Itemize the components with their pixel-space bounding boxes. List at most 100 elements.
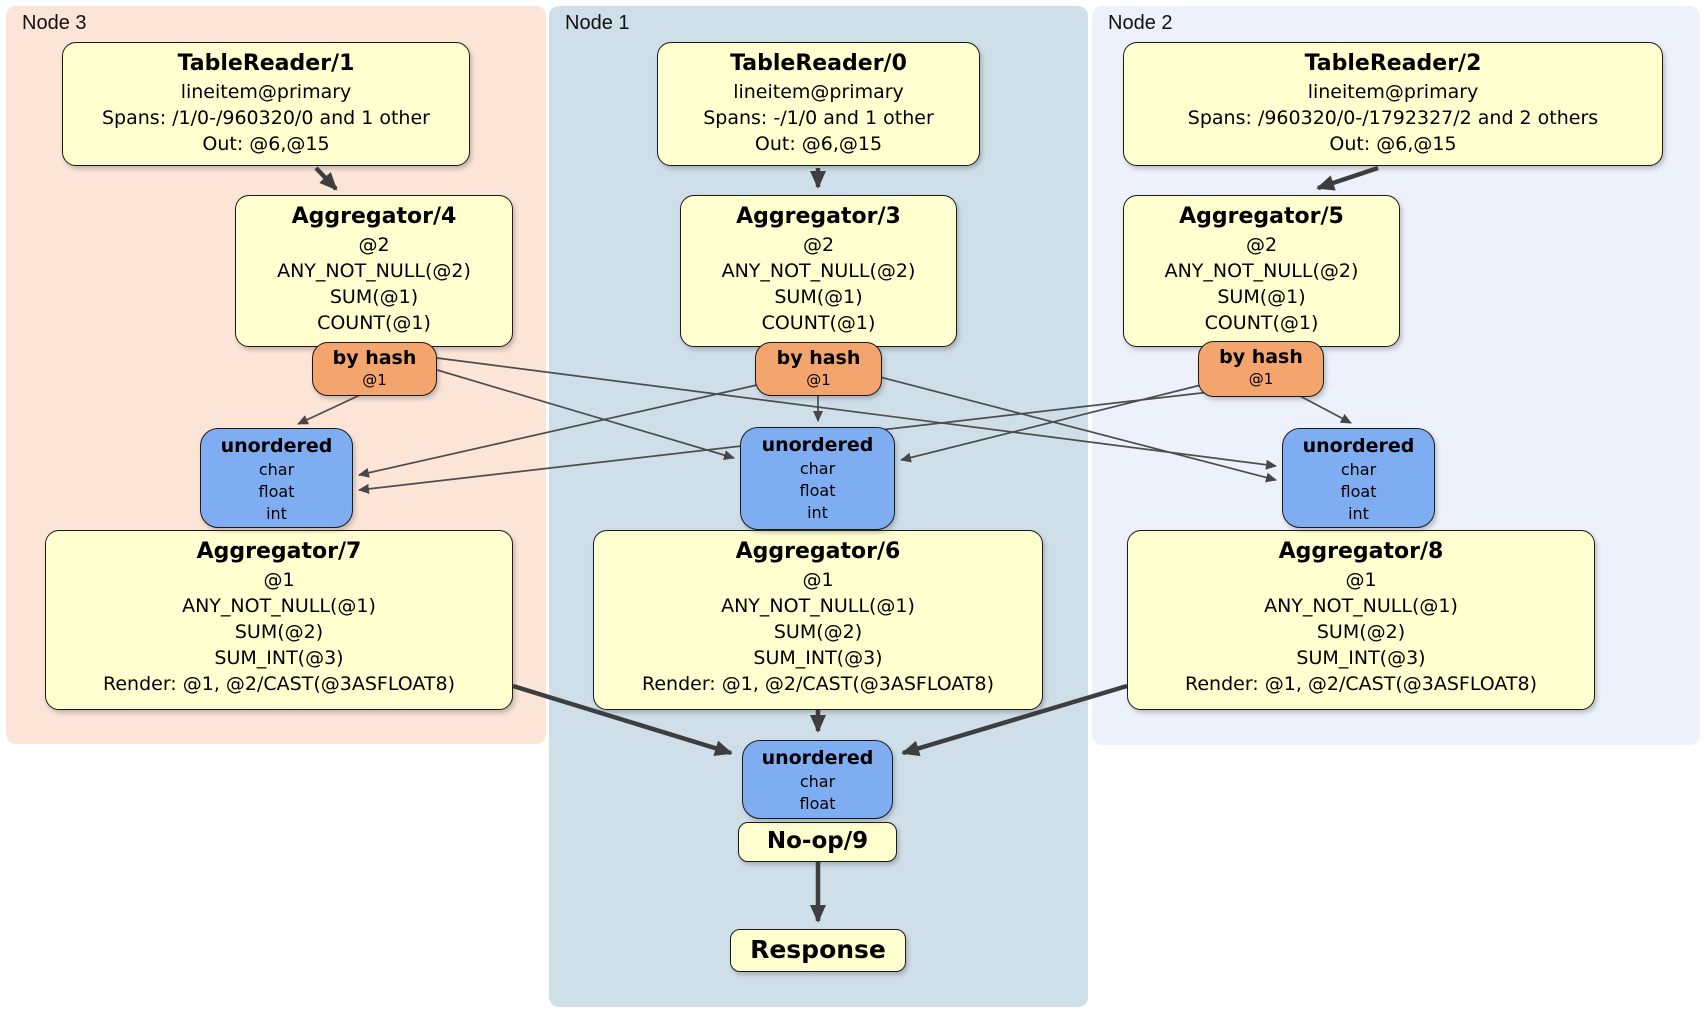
box-line: ANY_NOT_NULL(@1) — [1264, 595, 1458, 617]
aggregator-8-box: Aggregator/8 @1 ANY_NOT_NULL(@1) SUM(@2)… — [1127, 530, 1595, 710]
aggregator-7-box: Aggregator/7 @1 ANY_NOT_NULL(@1) SUM(@2)… — [45, 530, 513, 710]
edge-agg7-final-sync — [512, 683, 733, 756]
sync-title: unordered — [1302, 435, 1415, 457]
aggregator-5-box: Aggregator/5 @2 ANY_NOT_NULL(@2) SUM(@1)… — [1123, 195, 1400, 347]
router-title: by hash — [332, 347, 417, 369]
box-line: Out: @6,@15 — [754, 133, 883, 155]
sync-line: char — [799, 459, 836, 478]
box-line: lineitem@primary — [733, 81, 904, 103]
unordered-sync-node2: unordered char float int — [1282, 428, 1435, 528]
box-line: SUM(@2) — [1316, 621, 1406, 643]
sync-line: float — [799, 481, 836, 500]
edge-byhash1-sync3 — [358, 384, 758, 478]
box-line: lineitem@primary — [180, 81, 352, 103]
box-line: Render: @1, @2/CAST(@3ASFLOAT8) — [1185, 673, 1537, 695]
box-line: ANY_NOT_NULL(@2) — [721, 260, 916, 282]
sync-line: int — [807, 503, 828, 522]
sync-title: unordered — [761, 434, 874, 456]
aggregator-4-box: Aggregator/4 @2 ANY_NOT_NULL(@2) SUM(@1)… — [235, 195, 513, 347]
box-line: SUM(@1) — [329, 286, 419, 308]
router-detail: @1 — [806, 371, 831, 389]
box-title: Aggregator/5 — [1179, 204, 1344, 229]
box-line: Spans: -/1/0 and 1 other — [703, 107, 934, 129]
by-hash-router-node3: by hash @1 — [312, 342, 437, 396]
box-title: TableReader/2 — [1304, 51, 1482, 76]
box-line: @1 — [263, 569, 295, 591]
box-line: @2 — [1245, 234, 1278, 256]
box-line: Out: @6,@15 — [1329, 133, 1457, 155]
box-line: SUM(@2) — [234, 621, 324, 643]
sync-line: float — [799, 794, 836, 813]
box-line: COUNT(@1) — [1204, 312, 1319, 334]
box-title: Response — [750, 935, 886, 964]
edge-byhash3-sync1 — [436, 369, 735, 460]
box-title: Aggregator/8 — [1278, 539, 1444, 564]
box-title: TableReader/1 — [177, 51, 355, 76]
box-line: Out: @6,@15 — [202, 133, 330, 155]
node1-label: Node 1 — [565, 12, 630, 34]
unordered-sync-node1: unordered char float int — [740, 427, 895, 530]
response-box: Response — [730, 929, 906, 972]
edge-tr1-agg4 — [314, 166, 338, 191]
box-title: Aggregator/7 — [196, 539, 362, 564]
unordered-sync-final: unordered char float — [742, 740, 893, 819]
edge-byhash3-sync3 — [297, 394, 361, 425]
sync-line: char — [258, 460, 295, 479]
box-title: TableReader/0 — [730, 51, 907, 76]
box-line: SUM_INT(@3) — [753, 647, 883, 669]
edge-byhash2-sync2 — [1299, 395, 1352, 424]
box-title: Aggregator/3 — [736, 204, 901, 229]
node3-label: Node 3 — [22, 12, 87, 34]
no-op-box: No-op/9 — [738, 822, 897, 862]
box-title: No-op/9 — [766, 828, 869, 854]
aggregator-3-box: Aggregator/3 @2 ANY_NOT_NULL(@2) SUM(@1)… — [680, 195, 957, 347]
table-reader-0-box: TableReader/0 lineitem@primary Spans: -/… — [657, 42, 980, 166]
box-line: @1 — [1345, 569, 1377, 591]
edge-byhash3-sync2 — [436, 357, 1277, 470]
box-line: ANY_NOT_NULL(@1) — [721, 595, 915, 617]
box-line: lineitem@primary — [1307, 81, 1479, 103]
box-line: ANY_NOT_NULL(@1) — [182, 595, 376, 617]
router-title: by hash — [1219, 346, 1303, 368]
box-title: Aggregator/6 — [735, 539, 901, 564]
box-line: ANY_NOT_NULL(@2) — [277, 260, 471, 282]
sync-line: float — [258, 482, 295, 501]
table-reader-1-box: TableReader/1 lineitem@primary Spans: /1… — [62, 42, 470, 166]
box-line: SUM(@2) — [773, 621, 863, 643]
box-line: Render: @1, @2/CAST(@3ASFLOAT8) — [642, 673, 994, 695]
box-line: SUM_INT(@3) — [1296, 647, 1426, 669]
sync-line: float — [1340, 482, 1377, 501]
router-title: by hash — [776, 347, 861, 369]
edge-tr2-agg5 — [1316, 165, 1379, 191]
by-hash-router-node1: by hash @1 — [755, 342, 882, 396]
sync-line: char — [799, 772, 836, 791]
sync-line: int — [1348, 504, 1369, 523]
table-reader-2-box: TableReader/2 lineitem@primary Spans: /9… — [1123, 42, 1663, 166]
box-line: SUM_INT(@3) — [214, 647, 344, 669]
box-line: ANY_NOT_NULL(@2) — [1164, 260, 1359, 282]
box-line: COUNT(@1) — [761, 312, 876, 334]
box-line: Spans: /1/0-/960320/0 and 1 other — [102, 107, 430, 129]
box-line: SUM(@1) — [1217, 286, 1306, 308]
box-line: SUM(@1) — [774, 286, 863, 308]
sync-title: unordered — [220, 435, 333, 457]
sync-line: int — [266, 504, 287, 523]
box-line: COUNT(@1) — [317, 312, 431, 334]
edge-agg8-final-sync — [901, 683, 1128, 757]
edge-byhash1-sync2 — [879, 376, 1277, 483]
unordered-sync-node3: unordered char float int — [200, 428, 353, 528]
box-title: Aggregator/4 — [291, 204, 457, 229]
by-hash-router-node2: by hash @1 — [1198, 341, 1324, 397]
box-line: Spans: /960320/0-/1792327/2 and 2 others — [1187, 107, 1599, 129]
sync-line: char — [1340, 460, 1377, 479]
box-line: @2 — [358, 234, 390, 256]
node2-label: Node 2 — [1108, 12, 1173, 34]
sync-title: unordered — [761, 747, 874, 769]
box-line: @1 — [802, 569, 834, 591]
box-line: @2 — [802, 234, 835, 256]
router-detail: @1 — [1248, 370, 1274, 388]
router-detail: @1 — [362, 371, 387, 389]
box-line: Render: @1, @2/CAST(@3ASFLOAT8) — [103, 673, 455, 695]
